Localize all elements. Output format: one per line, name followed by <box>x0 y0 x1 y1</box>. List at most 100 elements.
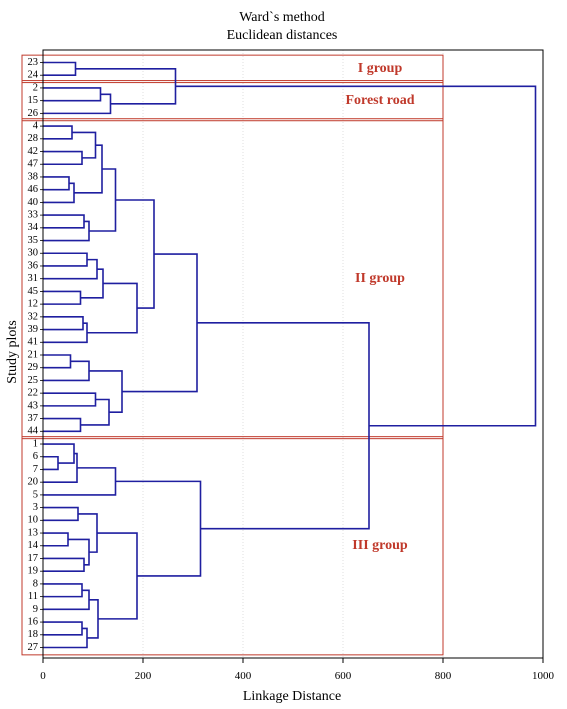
leaf-label: 34 <box>28 222 39 233</box>
grid-lines <box>142 50 444 658</box>
dendrogram-link <box>68 538 90 566</box>
dendrogram-link <box>43 252 88 267</box>
dendrogram-link <box>115 199 155 309</box>
leaf-label: 5 <box>33 489 38 500</box>
leaf-label: 1 <box>33 438 38 449</box>
leaf-label: 45 <box>28 286 39 297</box>
leaf-label: 33 <box>28 210 39 221</box>
dendrogram-link <box>43 150 83 166</box>
leaf-label: 36 <box>28 260 39 271</box>
leaf-label: 47 <box>28 159 39 170</box>
leaf-labels: 2324215264284247384640333435303631451232… <box>28 57 43 653</box>
leaf-label: 28 <box>28 133 39 144</box>
leaf-label: 35 <box>28 235 39 246</box>
leaf-label: 15 <box>28 95 39 106</box>
x-tick-label: 200 <box>135 670 152 682</box>
dendrogram-link <box>43 557 85 572</box>
dendrogram-link <box>43 258 98 280</box>
leaf-label: 29 <box>28 362 39 373</box>
leaf-label: 40 <box>28 197 39 208</box>
leaf-label: 24 <box>28 70 39 81</box>
group-label: III group <box>352 538 408 553</box>
leaf-label: 11 <box>28 591 38 602</box>
leaf-label: 38 <box>28 171 39 182</box>
dendrogram-link <box>78 513 98 553</box>
dendrogram-link <box>43 583 83 598</box>
group-label: II group <box>355 271 405 286</box>
dendrogram-link <box>80 268 104 299</box>
x-tick-label: 800 <box>435 670 452 682</box>
leaf-label: 12 <box>28 299 39 310</box>
leaf-label: 8 <box>33 578 38 589</box>
group-boxes <box>21 54 444 656</box>
leaf-label: 16 <box>28 616 39 627</box>
leaf-label: 18 <box>28 629 39 640</box>
x-tick-label: 0 <box>40 670 46 682</box>
leaf-label: 3 <box>33 502 38 513</box>
dendrogram-link <box>43 125 73 140</box>
dendrogram-link <box>72 131 97 159</box>
dendrogram-link <box>43 532 69 547</box>
leaf-label: 30 <box>28 248 39 259</box>
dendrogram-link <box>115 480 202 577</box>
dendrogram-link <box>43 506 79 522</box>
dendrogram-link <box>87 282 138 334</box>
group-label: Forest road <box>345 93 414 108</box>
dendrogram-link <box>97 532 138 620</box>
dendrogram-link <box>43 392 97 407</box>
dendrogram-link <box>175 85 537 427</box>
leaf-label: 27 <box>28 642 39 653</box>
leaf-label: 32 <box>28 311 39 322</box>
leaf-label: 22 <box>28 388 39 399</box>
dendrogram-link <box>43 627 88 649</box>
dendrogram-link <box>43 176 70 191</box>
dendrogram-link <box>43 452 78 483</box>
dendrogram-link <box>75 68 177 105</box>
dendrogram-tree <box>43 61 537 649</box>
dendrogram-link <box>43 220 90 242</box>
leaf-label: 9 <box>33 604 38 615</box>
group-label: I group <box>358 61 403 76</box>
dendrogram-link <box>43 360 90 382</box>
leaf-label: 13 <box>28 527 39 538</box>
chart-subtitle: Euclidean distances <box>227 28 338 43</box>
dendrogram-link <box>43 290 82 305</box>
group-box <box>21 80 444 122</box>
leaf-label: 2 <box>33 82 38 93</box>
dendrogram-link <box>43 214 85 229</box>
leaf-label: 39 <box>28 324 39 335</box>
dendrogram-link <box>122 253 198 393</box>
leaf-label: 4 <box>33 120 39 131</box>
dendrogram-link <box>43 417 82 433</box>
plot-frame <box>42 49 544 659</box>
group-box <box>21 118 444 440</box>
chart-title: Ward`s method <box>239 10 325 25</box>
x-axis-label: Linkage Distance <box>243 689 341 704</box>
leaf-label: 46 <box>28 184 39 195</box>
leaf-label: 14 <box>28 540 39 551</box>
leaf-label: 41 <box>28 337 39 348</box>
leaf-label: 17 <box>28 553 39 564</box>
y-axis-label: Study plots <box>5 320 20 383</box>
dendrogram-link <box>43 322 88 344</box>
leaf-label: 42 <box>28 146 39 157</box>
leaf-label: 10 <box>28 515 39 526</box>
leaf-label: 44 <box>28 426 39 437</box>
leaf-label: 37 <box>28 413 39 424</box>
leaf-label: 20 <box>28 477 39 488</box>
leaf-label: 31 <box>28 273 39 284</box>
x-tick-label: 1000 <box>532 670 555 682</box>
dendrogram-link <box>43 61 77 77</box>
dendrogram-link <box>43 455 59 471</box>
leaf-label: 19 <box>28 566 39 577</box>
dendrogram-link <box>43 354 72 369</box>
x-tick-label: 400 <box>235 670 252 682</box>
leaf-label: 6 <box>33 451 38 462</box>
dendrogram-link <box>43 316 84 331</box>
dendrogram-link <box>43 87 102 102</box>
x-tick-label: 600 <box>335 670 352 682</box>
leaf-label: 25 <box>28 375 39 386</box>
group-box <box>21 436 444 656</box>
